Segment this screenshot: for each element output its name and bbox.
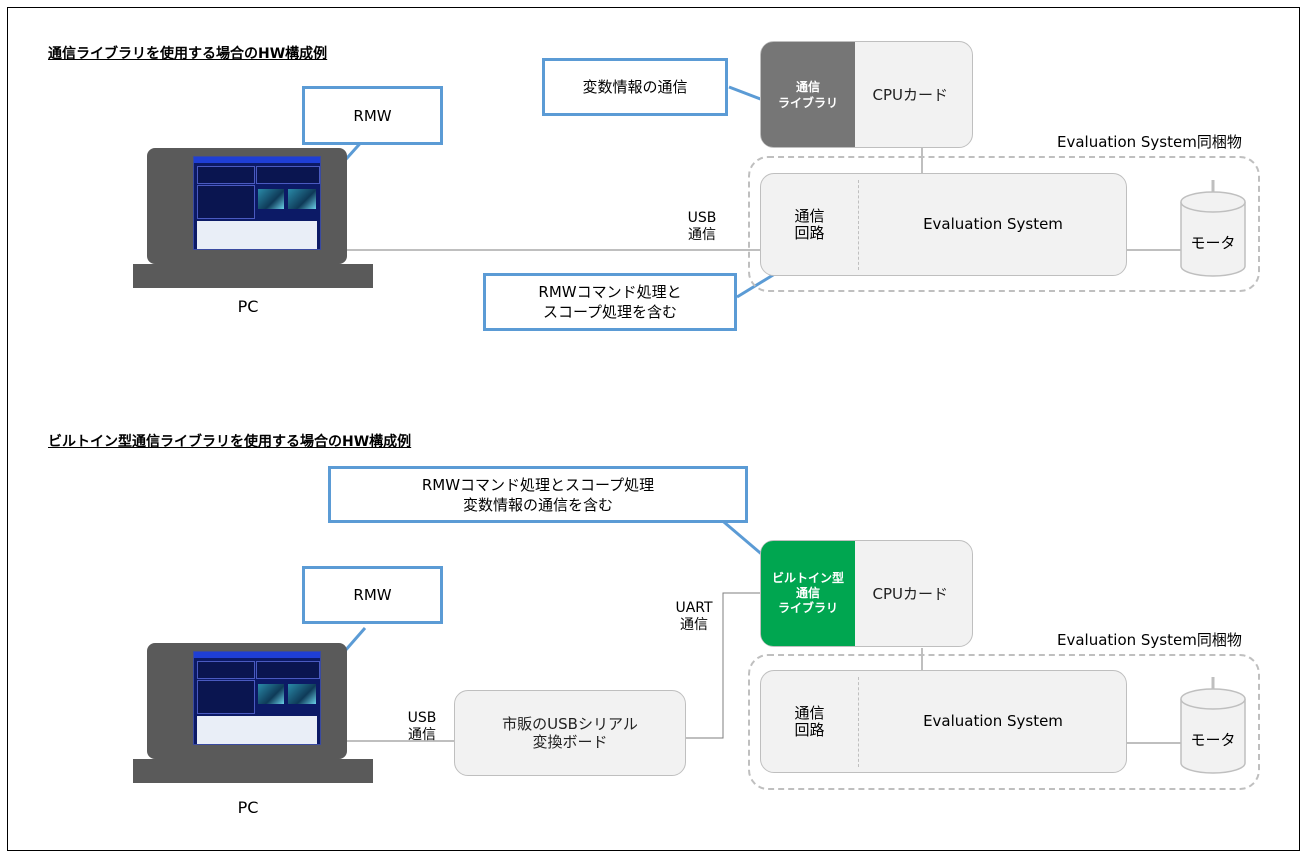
evaluation-system-box: 通信 回路 Evaluation System [760,670,1127,773]
comm-circuit-label: 通信 回路 [794,207,825,242]
laptop-base [133,264,373,288]
motor-icon: モータ [1178,677,1248,775]
divider [858,677,859,767]
laptop-icon [133,643,373,803]
laptop-base [133,759,373,783]
bundle-region [748,156,1260,292]
usb-comm-label: USB 通信 [687,210,717,243]
bundle-label: Evaluation System同梱物 [1057,631,1242,649]
evaluation-system-label: Evaluation System [923,712,1063,730]
cpu-card-label: CPUカード [872,85,949,104]
pc-label: PC [237,297,259,316]
rmw-callout: RMW [302,86,443,145]
motor-icon: モータ [1178,180,1248,278]
section2-title: ビルトイン型通信ライブラリを使用する場合のHW構成例 [48,434,412,450]
usb-comm-label: USB 通信 [407,710,437,743]
bundle-label: Evaluation System同梱物 [1057,133,1242,151]
comm-library-block: 通信 ライブラリ [761,42,855,147]
board-to-lib-line-2 [686,592,760,739]
rmw-command-callout: RMWコマンド処理と スコープ処理を含む [483,273,737,331]
usb-serial-board: 市販のUSBシリアル 変換ボード [454,690,686,776]
bundle-region [748,654,1260,790]
motor-label: モータ [1190,234,1236,252]
section1-title: 通信ライブラリを使用する場合のHW構成例 [48,46,328,62]
builtin-comm-library-block: ビルトイン型 通信 ライブラリ [761,541,855,646]
callout-pointer-var-1 [728,85,764,102]
divider [858,180,859,270]
evaluation-system-box: 通信 回路 Evaluation System [760,173,1127,276]
laptop-screen [193,156,321,250]
cpu-card-label: CPUカード [872,584,949,603]
laptop-screen [193,651,321,745]
variable-info-callout: 変数情報の通信 [542,58,728,116]
callout-pointer-cmd-2 [717,515,766,559]
comm-circuit-label: 通信 回路 [794,704,825,739]
pc-label: PC [237,798,259,817]
rmw-callout: RMW [302,566,443,624]
laptop-icon [133,148,373,308]
motor-label: モータ [1190,731,1236,749]
uart-comm-label: UART 通信 [675,600,713,633]
evaluation-system-label: Evaluation System [923,215,1063,233]
builtin-command-callout: RMWコマンド処理とスコープ処理 変数情報の通信を含む [328,466,748,523]
